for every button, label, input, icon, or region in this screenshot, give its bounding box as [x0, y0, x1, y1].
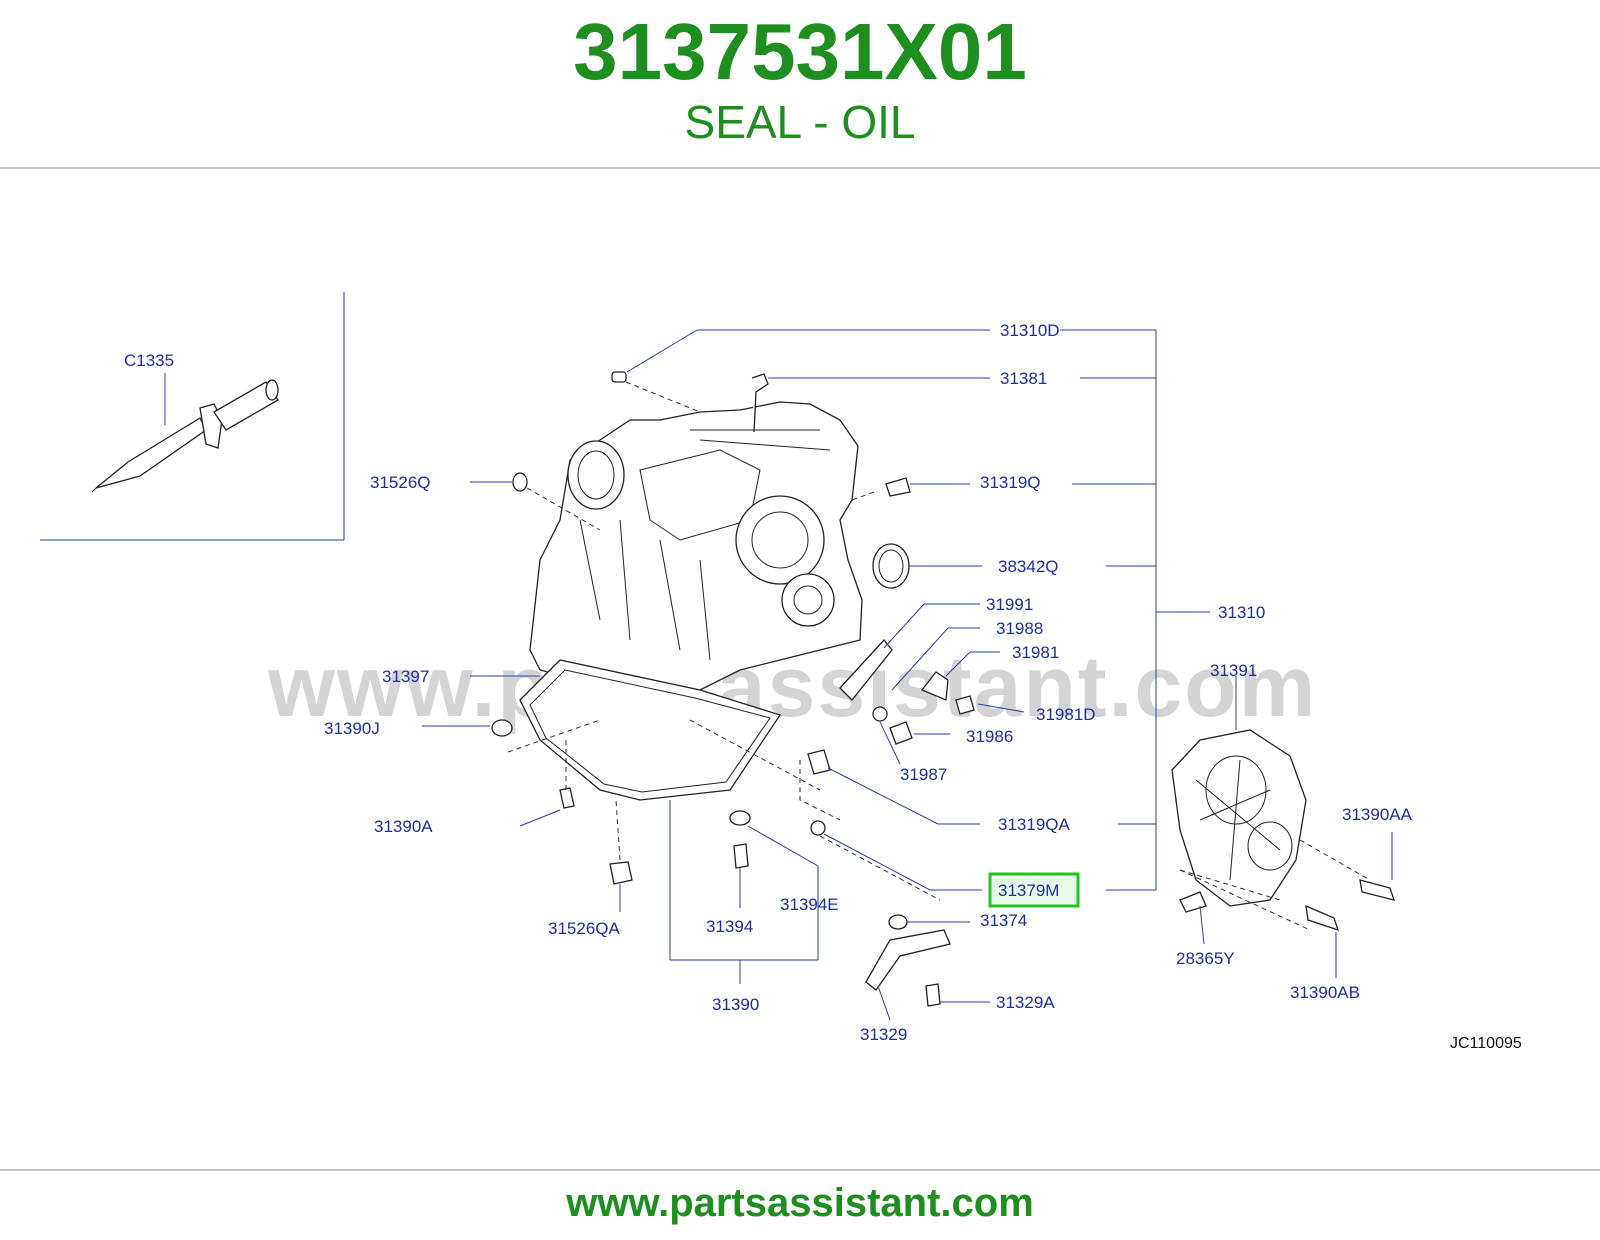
- small-parts: [491, 371, 1395, 1007]
- label-31991: 31991: [986, 595, 1033, 614]
- label-31379m: 31379M: [998, 881, 1059, 900]
- label-38342q: 38342Q: [998, 557, 1059, 576]
- dashed-lines: [507, 381, 1371, 931]
- label-c1335: C1335: [124, 351, 174, 370]
- part-labels: C1335 31310D 31381 31526Q 31319Q 38342Q …: [124, 321, 1413, 1044]
- label-31390ab: 31390AB: [1290, 983, 1360, 1002]
- transmission-case: [529, 401, 863, 701]
- sealant-tube-icon: [91, 379, 279, 493]
- label-31394e: 31394E: [780, 895, 839, 914]
- label-31329a: 31329A: [996, 993, 1055, 1012]
- leader-lines: [164, 329, 1393, 1021]
- label-28365y: 28365Y: [1176, 949, 1235, 968]
- label-31981: 31981: [1012, 643, 1059, 662]
- label-31319q: 31319Q: [980, 473, 1041, 492]
- label-31310: 31310: [1218, 603, 1265, 622]
- highlight-box: [988, 872, 1080, 908]
- diagram-code: JC110095: [1450, 1035, 1522, 1052]
- label-31329: 31329: [860, 1025, 907, 1044]
- label-31374: 31374: [980, 911, 1027, 930]
- label-31381: 31381: [1000, 369, 1047, 388]
- label-31390a: 31390A: [374, 817, 433, 836]
- label-31526q: 31526Q: [370, 473, 431, 492]
- label-31397: 31397: [382, 667, 429, 686]
- label-31390aa: 31390AA: [1342, 805, 1413, 824]
- part-number-title: 3137531X01: [573, 7, 1027, 96]
- inset-frame: [40, 292, 345, 541]
- label-31390: 31390: [712, 995, 759, 1014]
- label-31394: 31394: [706, 917, 753, 936]
- label-31319qa: 31319QA: [998, 815, 1070, 834]
- label-31987: 31987: [900, 765, 947, 784]
- footer-url-link[interactable]: www.partsassistant.com: [566, 1181, 1034, 1225]
- label-31526qa: 31526QA: [548, 919, 620, 938]
- side-cover: [1171, 729, 1307, 907]
- label-31390j: 31390J: [324, 719, 380, 738]
- part-name-subtitle: SEAL - OIL: [684, 96, 916, 148]
- label-31988: 31988: [996, 619, 1043, 638]
- footer-divider: [0, 1169, 1600, 1171]
- label-31391: 31391: [1210, 661, 1257, 680]
- label-31310d: 31310D: [1000, 321, 1060, 340]
- oil-pan: [519, 659, 782, 801]
- label-31981d: 31981D: [1036, 705, 1096, 724]
- header-divider: [0, 167, 1600, 169]
- label-31986: 31986: [966, 727, 1013, 746]
